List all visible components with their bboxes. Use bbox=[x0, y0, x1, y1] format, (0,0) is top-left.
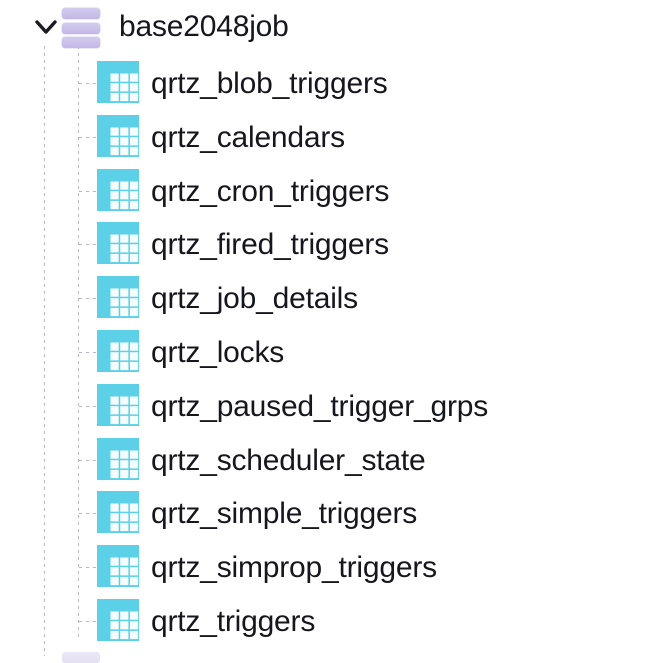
tree-node-table-qrtz_cron_triggers[interactable]: qrtz_cron_triggers bbox=[0, 165, 654, 219]
tree-connector-line bbox=[79, 190, 97, 192]
table-icon bbox=[97, 222, 139, 265]
tree-node-table-qrtz_simple_triggers[interactable]: qrtz_simple_triggers bbox=[0, 487, 654, 541]
table-icon bbox=[97, 61, 139, 103]
tree-connector-line bbox=[79, 405, 97, 407]
database-name-label: base2048job bbox=[119, 10, 289, 43]
table-icon bbox=[97, 168, 139, 211]
table-icon bbox=[97, 114, 139, 157]
tree-connector-line bbox=[79, 352, 97, 353]
database-icon bbox=[62, 8, 100, 48]
tree-node-table-qrtz_simprop_triggers[interactable]: qrtz_simprop_triggers bbox=[0, 541, 654, 595]
tree-connector-line bbox=[79, 459, 97, 461]
tree-connector-line bbox=[79, 567, 97, 569]
table-name-label: qrtz_triggers bbox=[151, 605, 316, 638]
table-name-label: qrtz_cron_triggers bbox=[151, 174, 390, 208]
table-name-label: qrtz_scheduler_state bbox=[151, 443, 426, 477]
table-icon bbox=[97, 383, 139, 426]
table-name-label: qrtz_locks bbox=[151, 336, 285, 369]
chevron-down-icon[interactable] bbox=[32, 16, 60, 38]
table-icon bbox=[97, 599, 139, 641]
table-icon bbox=[97, 545, 139, 588]
table-name-label: qrtz_blob_triggers bbox=[151, 67, 388, 100]
table-name-label: qrtz_simple_triggers bbox=[151, 497, 418, 531]
table-icon bbox=[97, 330, 139, 372]
tree-connector-line bbox=[79, 298, 97, 300]
table-icon bbox=[97, 276, 139, 319]
tree-connector-line bbox=[79, 83, 97, 84]
tree-connector-line bbox=[79, 136, 97, 138]
table-name-label: qrtz_job_details bbox=[151, 282, 358, 316]
table-icon bbox=[97, 491, 139, 534]
tree-guide-line-inner bbox=[78, 46, 79, 638]
tree-node-table-qrtz_job_details[interactable]: qrtz_job_details bbox=[0, 272, 654, 326]
tree-node-table-qrtz_paused_trigger_grps[interactable]: qrtz_paused_trigger_grps bbox=[0, 380, 654, 434]
tree-node-table-qrtz_fired_triggers[interactable]: qrtz_fired_triggers bbox=[0, 218, 654, 272]
tree-node-table-qrtz_blob_triggers[interactable]: qrtz_blob_triggers bbox=[0, 57, 654, 111]
tree-connector-line bbox=[79, 513, 97, 515]
tree-node-table-qrtz_locks[interactable]: qrtz_locks bbox=[0, 326, 654, 380]
tree-connector-line bbox=[79, 621, 97, 622]
tree-node-table-qrtz_scheduler_state[interactable]: qrtz_scheduler_state bbox=[0, 434, 654, 488]
table-name-label: qrtz_fired_triggers bbox=[151, 228, 389, 262]
tree-node-database[interactable]: base2048job bbox=[0, 0, 654, 54]
table-name-label: qrtz_paused_trigger_grps bbox=[151, 389, 489, 423]
table-icon bbox=[97, 437, 139, 480]
table-name-label: qrtz_calendars bbox=[151, 120, 345, 154]
tree-guide-line-outer bbox=[44, 46, 45, 656]
tree-connector-line bbox=[79, 244, 97, 246]
tree-node-table-qrtz_triggers[interactable]: qrtz_triggers bbox=[0, 595, 654, 649]
table-name-label: qrtz_simprop_triggers bbox=[151, 551, 437, 585]
tree-node-table-qrtz_calendars[interactable]: qrtz_calendars bbox=[0, 111, 654, 165]
